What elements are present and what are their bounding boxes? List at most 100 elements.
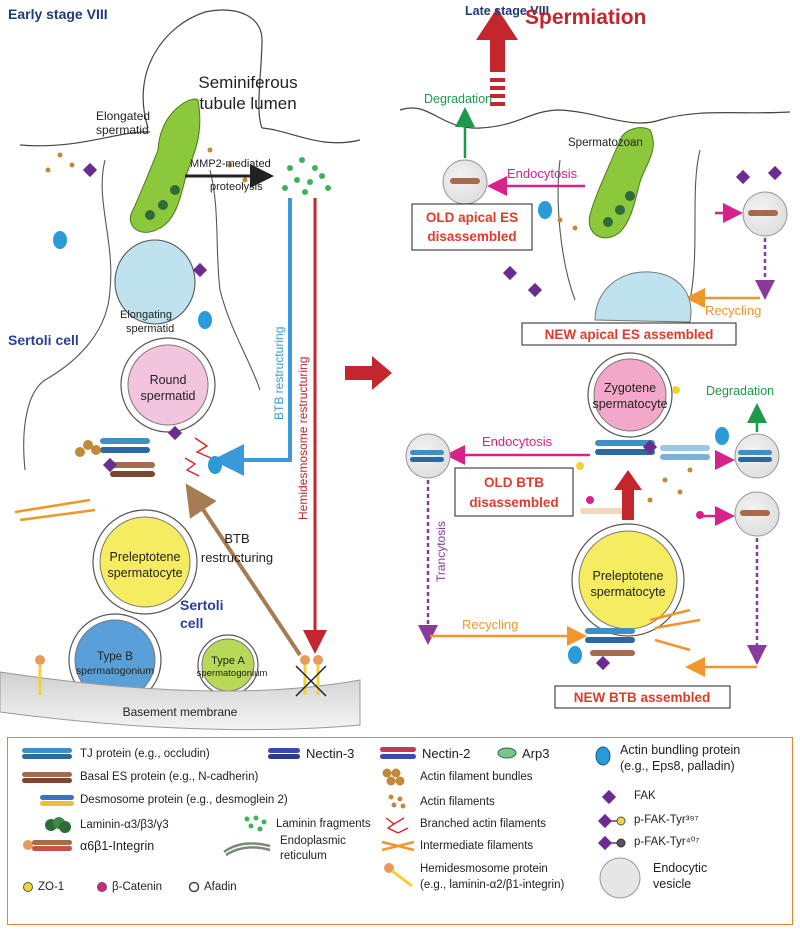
right-panel: [399, 8, 791, 677]
btb-upward-arrow: [614, 470, 642, 520]
actin-bundling-icon: [595, 746, 611, 766]
old-apical-line2: disassembled: [427, 229, 516, 244]
basement-membrane-label: Basement membrane: [123, 705, 238, 719]
laminin-dot: [158, 200, 168, 210]
endocytic-vesicle-icon: [599, 857, 641, 899]
round-spermatid: [127, 344, 209, 426]
branched-actin-icon: [385, 817, 409, 834]
preleptotene-right-line1: Preleptotene: [593, 569, 664, 583]
basement-membrane: [0, 671, 361, 731]
endocytic-vesicle-right: [734, 433, 780, 479]
new-btb-box: [554, 685, 731, 709]
type-b-line2: spermatogonium: [76, 665, 154, 677]
endocytosis-bottom-label: Endocytosis: [482, 434, 553, 449]
vesicle-cargo: [738, 457, 772, 462]
btb-restructuring-line2: restructuring: [201, 550, 273, 565]
laminin-dot: [615, 205, 625, 215]
legend-pfak397: p-FAK-Tyr³⁹⁷: [634, 814, 699, 826]
btb-restructuring-arrow: [212, 198, 292, 476]
lumen-label-line1: Seminiferous: [198, 73, 297, 92]
trancytosis-label: Trancytosis: [434, 521, 448, 582]
old-apical-box: [411, 203, 533, 251]
fak-icon: [601, 789, 617, 805]
legend-tj: TJ protein (e.g., occludin): [80, 748, 210, 760]
elongated-spermatid-line2: spermatid: [96, 123, 149, 137]
intermediate-filaments-icon: [381, 840, 415, 852]
lumen-label-line2: tubule lumen: [199, 94, 296, 113]
sertoli-outline-right: [209, 169, 261, 391]
afadin-icon: [188, 881, 200, 893]
type-a-line1: Type A: [211, 655, 245, 667]
lumen-outline: [142, 9, 263, 129]
degradation-top-label: Degradation: [424, 92, 492, 106]
laminin-icon: [45, 817, 71, 833]
btb-junction-right: [580, 440, 710, 514]
vesicle-cargo: [410, 450, 444, 455]
zygotene-line2: spermatocyte: [592, 397, 667, 411]
spermiation-label: Spermiation: [525, 6, 646, 29]
basal-es-icon: [22, 772, 72, 783]
nectin-3-icon: [268, 748, 300, 759]
new-apical-box: [521, 322, 737, 346]
pfak397-icon: [597, 813, 626, 829]
degradation-bottom-label: Degradation: [706, 384, 774, 398]
right-spermatid-base: [594, 271, 692, 323]
laminin-dot: [170, 185, 180, 195]
legend-endocytic-1: Endocytic: [653, 861, 708, 875]
arp3-icon: [497, 747, 517, 759]
elongated-spermatid-line1: Elongated: [96, 109, 150, 123]
elongating-spermatid: [114, 239, 196, 325]
legend-desmosome: Desmosome protein (e.g., desmoglein 2): [80, 794, 288, 806]
preleptotene-line1: Preleptotene: [110, 550, 181, 564]
spermiation-dashes: [490, 78, 505, 106]
right-panel-title: Late stage VIII: [465, 4, 549, 18]
legend-hemidesmosome-1: Hemidesmosome protein: [420, 863, 548, 875]
legend-actin-filaments: Actin filaments: [420, 796, 495, 808]
laminin-fragments: [282, 157, 331, 195]
preleptotene-spermatocyte: [99, 516, 191, 608]
btb-junction-bottom: [585, 608, 701, 656]
intermediate-filaments: [14, 498, 96, 522]
scattered-markers-right: [502, 165, 783, 671]
preleptotene-right-line2: spermatocyte: [590, 585, 665, 599]
recycling-top-label: Recycling: [705, 303, 761, 318]
vesicle-cargo: [410, 457, 444, 462]
sertoli-cell-label-2-line2: cell: [180, 615, 203, 631]
legend-afadin: Afadin: [204, 881, 237, 893]
spermatozoan-label: Spermatozoan: [568, 137, 643, 149]
elongated-spermatid: [129, 98, 201, 233]
right-lumen-outline: [399, 107, 791, 129]
mmp2-label-line2: proteolysis: [210, 181, 263, 193]
legend-actin-bundling-1: Actin bundling protein: [620, 743, 741, 757]
btb-junction-left: [75, 437, 212, 477]
laminin-dot: [625, 191, 635, 201]
sertoli-cell-label-1: Sertoli cell: [8, 332, 79, 348]
sertoli-cell-label-2-line1: Sertoli: [180, 597, 224, 613]
vesicle-cargo: [738, 450, 772, 455]
new-apical-label: NEW apical ES assembled: [545, 327, 714, 342]
old-btb-line1: OLD BTB: [484, 475, 544, 490]
legend-catenin: β-Catenin: [112, 881, 163, 893]
legend-endocytic-2: vesicle: [653, 877, 692, 891]
legend-pfak407: p-FAK-Tyr⁴⁰⁷: [634, 836, 700, 848]
integrin-icon: [23, 840, 72, 851]
endocytosis-top-label: Endocytosis: [507, 166, 578, 181]
elongating-spermatid-line2: spermatid: [126, 323, 174, 335]
legend-integrin: α6β1-Integrin: [80, 839, 155, 853]
legend: TJ protein (e.g., occludin) Nectin-3 Nec…: [7, 737, 793, 925]
legend-fak: FAK: [634, 790, 656, 802]
spermiation-arrow: [476, 8, 518, 72]
pfak407-icon: [597, 835, 626, 851]
hemidesmosome-restructuring-label: Hemidesmosome restructuring: [296, 357, 310, 520]
transition-arrow: [345, 356, 392, 390]
legend-actin-bundles: Actin filament bundles: [420, 771, 533, 783]
old-apical-line1: OLD apical ES: [426, 210, 518, 225]
zygotene-line1: Zygotene: [604, 381, 656, 395]
nectin-2-icon: [380, 747, 416, 759]
legend-actin-bundling-2: (e.g., Eps8, palladin): [620, 759, 735, 773]
hemidesmosomes: [35, 655, 327, 697]
round-spermatid-line2: spermatid: [141, 389, 196, 403]
old-btb-box: [454, 467, 574, 517]
laminin-fragments-icon: [244, 815, 267, 832]
hemidesmosome-icon: [384, 863, 413, 888]
